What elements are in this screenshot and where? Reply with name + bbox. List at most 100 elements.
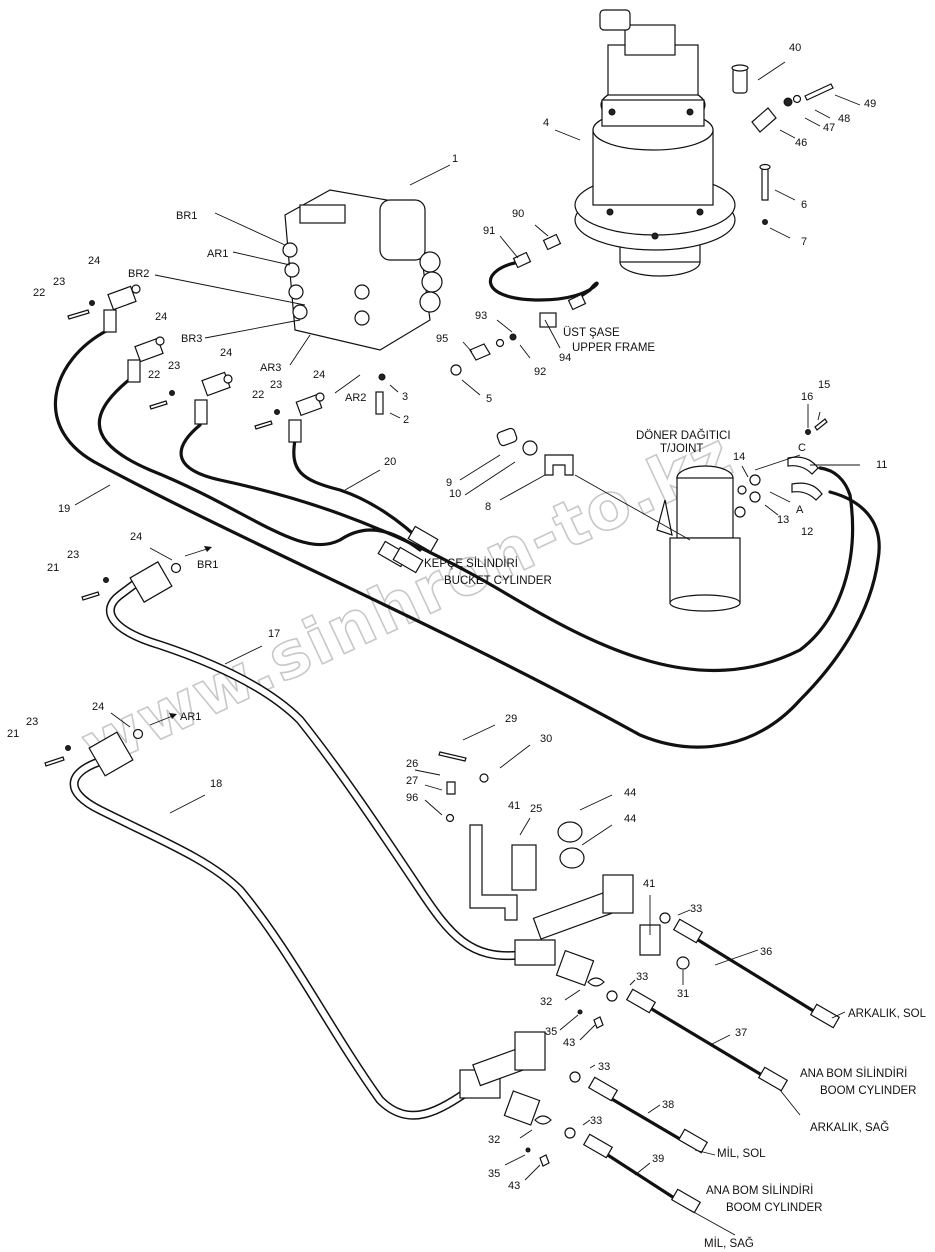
cylinder-hoses <box>582 918 841 1214</box>
note-upper-frame-tr: ÜST ŞASE <box>563 327 620 339</box>
part-label: 40 <box>789 42 801 54</box>
part-label: 8 <box>485 501 491 513</box>
control-valve <box>282 189 443 415</box>
port-arrows <box>149 546 212 726</box>
part-label: 17 <box>268 628 280 640</box>
turning-joint <box>656 465 761 612</box>
part-label: 90 <box>512 208 524 220</box>
relief-parts-right <box>731 64 834 225</box>
part-label: 95 <box>436 333 448 345</box>
part-label: 39 <box>652 1153 664 1165</box>
port-label: BR3 <box>181 333 202 345</box>
part-label: 22 <box>33 287 45 299</box>
part-label: 32 <box>540 996 552 1008</box>
part-label: 92 <box>534 366 546 378</box>
part-label: 23 <box>67 549 79 561</box>
note-bucket-en: BUCKET CYLINDER <box>444 575 552 587</box>
part-label: 1 <box>452 153 458 165</box>
note-boom-tr-2: ANA BOM SİLİNDİRİ <box>706 1184 813 1197</box>
port-label: C <box>798 442 806 454</box>
watermark: www.sinhron-to.kz <box>70 418 744 785</box>
part-label: 91 <box>483 225 495 237</box>
part-label: 37 <box>735 1027 747 1039</box>
part-label: 24 <box>88 255 100 267</box>
note-arkalik-sol: ARKALIK, SOL <box>848 1008 927 1020</box>
note-mil-sag: MİL, SAĞ <box>704 1237 754 1250</box>
steel-pipes <box>69 561 525 1120</box>
part-number-labels: 1 2 3 4 5 6 7 8 9 10 11 12 13 14 15 16 1… <box>7 42 887 1192</box>
port-label: BR2 <box>128 268 149 280</box>
part-label: 12 <box>801 526 813 538</box>
destination-notes: ÜST ŞASE UPPER FRAME DÖNER DAĞITICI T/JO… <box>424 327 927 1250</box>
part-label: 24 <box>92 701 104 713</box>
port-label: AR2 <box>345 392 366 404</box>
note-joint-tr: DÖNER DAĞITICI <box>636 429 731 442</box>
port-label: A <box>796 504 804 516</box>
part-label: 30 <box>540 733 552 745</box>
small-hardware <box>44 284 671 1167</box>
hoses <box>53 285 881 749</box>
part-label: 25 <box>530 803 542 815</box>
port-label: AR3 <box>260 362 281 374</box>
part-label: 96 <box>406 792 418 804</box>
part-label: 33 <box>690 903 702 915</box>
note-joint-en: T/JOINT <box>660 443 703 455</box>
part-label: 24 <box>130 531 142 543</box>
part-label: 9 <box>446 477 452 489</box>
part-label: 15 <box>818 379 830 391</box>
part-label: 47 <box>823 122 835 134</box>
part-label: 22 <box>252 389 264 401</box>
part-label: 29 <box>505 713 517 725</box>
part-label: 23 <box>53 276 65 288</box>
part-label: 2 <box>403 414 409 426</box>
port-labels: BR1 AR1 BR2 BR3 AR3 AR2 BR1 AR1 C A <box>128 210 806 723</box>
part-label: 21 <box>7 728 19 740</box>
part-label: 33 <box>598 1061 610 1073</box>
part-label: 31 <box>677 988 689 1000</box>
part-label: 44 <box>624 787 636 799</box>
part-label: 23 <box>270 379 282 391</box>
part-label: 20 <box>384 456 396 468</box>
note-boom-en-2: BOOM CYLINDER <box>726 1202 823 1214</box>
part-label: 49 <box>864 98 876 110</box>
part-label: 32 <box>488 1134 500 1146</box>
part-label: 41 <box>643 878 655 890</box>
part-label: 21 <box>47 562 59 574</box>
part-label: 48 <box>838 113 850 125</box>
part-label: 43 <box>508 1180 520 1192</box>
part-label: 5 <box>486 393 492 405</box>
port-label: AR1 <box>207 248 228 260</box>
joint-top-parts <box>496 418 828 501</box>
note-boom-tr-1: ANA BOM SİLİNDİRİ <box>800 1067 907 1080</box>
part-label: 38 <box>662 1099 674 1111</box>
part-label: 24 <box>155 311 167 323</box>
leader-lines <box>74 61 861 1236</box>
part-label: 16 <box>801 391 813 403</box>
part-label: 10 <box>449 488 461 500</box>
port-label: BR1 <box>197 559 218 571</box>
part-label: 24 <box>313 369 325 381</box>
part-label: 44 <box>624 813 636 825</box>
part-label: 23 <box>168 360 180 372</box>
part-label: 41 <box>508 800 520 812</box>
part-label: 46 <box>795 137 807 149</box>
part-label: 27 <box>406 775 418 787</box>
part-label: 22 <box>148 369 160 381</box>
part-label: 7 <box>801 236 807 248</box>
part-label: 33 <box>590 1115 602 1127</box>
part-label: 35 <box>488 1168 500 1180</box>
note-upper-frame-en: UPPER FRAME <box>572 342 655 354</box>
part-label: 35 <box>545 1026 557 1038</box>
swing-motor <box>574 9 736 277</box>
part-label: 3 <box>402 391 408 403</box>
part-label: 13 <box>777 514 789 526</box>
part-label: 43 <box>563 1037 575 1049</box>
part-label: 18 <box>210 778 222 790</box>
part-label: 23 <box>26 716 38 728</box>
part-label: 24 <box>220 347 232 359</box>
part-label: 93 <box>475 310 487 322</box>
part-label: 14 <box>733 451 745 463</box>
note-boom-en-1: BOOM CYLINDER <box>820 1085 917 1097</box>
part-label: 36 <box>760 946 772 958</box>
